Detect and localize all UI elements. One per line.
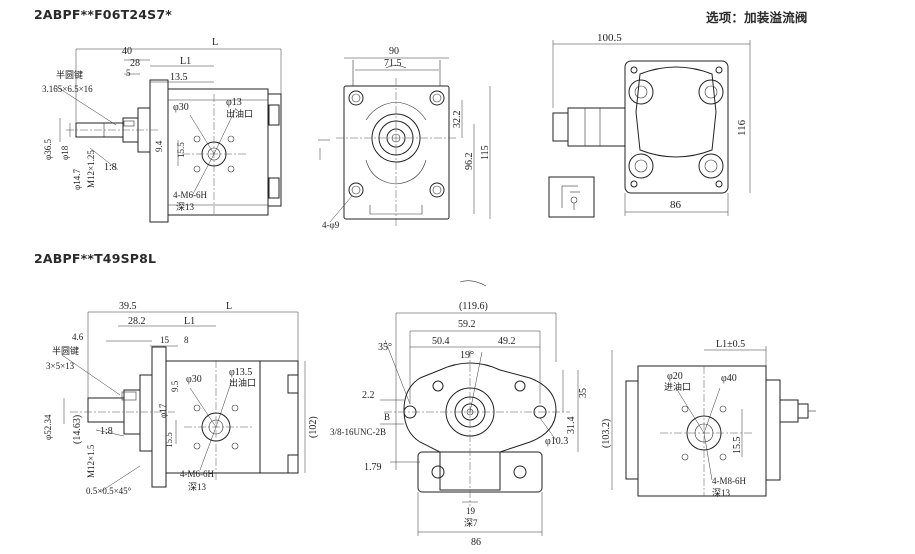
top-side-taper: 1:8 xyxy=(104,162,117,173)
bottom-side-thread: M12×1.5 xyxy=(86,444,96,478)
bottom-front-thread: 3/8-16UNC-2B xyxy=(330,427,386,437)
top-option-label: 选项：加装溢流阀 xyxy=(706,10,808,25)
bottom-model-title: 2ABPF**T49SP8L xyxy=(34,251,157,266)
bottom-front-dim-50-4: 50.4 xyxy=(432,336,450,347)
bottom-side-dim-4-6: 4.6 xyxy=(72,332,84,342)
bottom-side-dim-28-2: 28.2 xyxy=(128,316,146,327)
bottom-front-dim-119-6: (119.6) xyxy=(459,301,488,312)
top-side-dia-18: φ18 xyxy=(60,145,70,160)
bottom-side-dim-14-63: (14.63) xyxy=(72,415,83,444)
bottom-front-dim-103-2: (103.2) xyxy=(601,419,612,448)
bottom-side-view: 39.5 L 28.2 L1 4.6 15 8 半圆键 3×5×13 φ52.3… xyxy=(43,301,319,496)
bottom-front-angle-19: 19° xyxy=(460,350,474,361)
bottom-side-dim-39-5: 39.5 xyxy=(119,301,137,312)
bottom-side-dim-9-5: 9.5 xyxy=(170,380,180,392)
top-side-dim-28: 28 xyxy=(130,58,140,69)
top-rear-dim-86: 86 xyxy=(670,199,682,211)
bottom-side-dia-13-5: φ13.5 xyxy=(229,367,252,378)
top-front-dim-115: 115 xyxy=(480,145,491,160)
top-rear-dim-100-5: 100.5 xyxy=(597,32,622,44)
top-side-dim-L1: L1 xyxy=(180,56,191,67)
bottom-side-chamfer: 0.5×0.5×45° xyxy=(86,486,132,496)
top-front-dim-90: 90 xyxy=(389,46,399,57)
bottom-rear-depth: 深13 xyxy=(712,488,731,498)
top-side-dia-13: φ13 xyxy=(226,97,242,108)
top-side-outlet: 出油口 xyxy=(226,108,253,119)
bottom-side-dia-30: φ30 xyxy=(186,374,202,385)
bottom-rear-bolt: 4-M8-6H xyxy=(712,476,746,486)
bottom-rear-dia-40: φ40 xyxy=(721,373,737,384)
top-model-title: 2ABPF**F06T24S7* xyxy=(34,7,172,22)
bottom-front-dim-19: 19 xyxy=(466,506,476,516)
top-rear-view: 100.5 116 86 xyxy=(548,32,751,218)
top-side-bolt: 4-M6-6H xyxy=(173,190,207,200)
top-side-view: 40 28 L L1 5 13.5 半圆键 3.165×6.5×16 φ36.5… xyxy=(42,37,282,223)
bottom-front-dim-1-79: 1.79 xyxy=(364,462,382,473)
top-side-dim-13-5: 13.5 xyxy=(170,72,188,83)
bottom-side-dim-L: L xyxy=(226,301,232,312)
bottom-side-dim-102: (102) xyxy=(308,416,319,438)
bottom-front-view: (119.6) 59.2 50.4 49.2 35° 19° 2.2 B 3/8… xyxy=(330,280,613,548)
bottom-rear-dim-15-5: 15.5 xyxy=(732,437,743,455)
bottom-front-dim-86: 86 xyxy=(471,537,481,548)
bottom-side-outlet: 出油口 xyxy=(229,377,256,388)
bottom-front-dim-59-2: 59.2 xyxy=(458,319,476,330)
top-front-dim-96-2: 96.2 xyxy=(464,153,475,171)
top-side-key-size: 3.165×6.5×16 xyxy=(42,84,93,94)
top-side-dia-30: φ30 xyxy=(173,102,189,113)
top-side-dim-L: L xyxy=(212,37,218,48)
bottom-side-dia-52-34: φ52.34 xyxy=(43,414,53,440)
bottom-front-dim-49-2: 49.2 xyxy=(498,336,516,347)
bottom-side-taper: 1:8 xyxy=(100,426,113,437)
bottom-side-dia-17: φ17 xyxy=(158,403,168,418)
top-front-view: 90 71.5 32.2 96.2 115 4-φ9 xyxy=(318,46,491,230)
bottom-front-angle-35: 35° xyxy=(378,342,392,353)
top-side-dim-5: 5 xyxy=(126,68,131,78)
top-side-dim-9-4: 9.4 xyxy=(154,140,164,152)
bottom-front-dim-35: 35 xyxy=(578,388,589,398)
bottom-front-dim-31-4: 31.4 xyxy=(566,417,577,435)
top-front-holes: 4-φ9 xyxy=(322,220,340,230)
bottom-side-key-label: 半圆键 xyxy=(52,345,79,356)
top-side-dia-36-5: φ36.5 xyxy=(43,139,53,160)
top-side-key-label: 半圆键 xyxy=(56,69,83,80)
top-front-dim-32-2: 32.2 xyxy=(452,111,463,129)
top-front-dim-71-5: 71.5 xyxy=(384,58,402,69)
top-side-depth: 深13 xyxy=(176,202,195,212)
bottom-rear-view: L1±0.5 φ20 进油口 φ40 15.5 4-M8-6H 深13 xyxy=(625,339,816,498)
bottom-side-dim-15-5: 15.5 xyxy=(164,432,174,448)
top-side-thread: M12×1.25 xyxy=(86,150,96,188)
bottom-rear-dia-20: φ20 xyxy=(667,371,683,382)
bottom-side-bolt: 4-M6-6H xyxy=(180,469,214,479)
bottom-rear-dim-L1: L1±0.5 xyxy=(716,339,745,350)
top-side-dia-14-7: φ14.7 xyxy=(72,169,82,190)
top-rear-dim-116: 116 xyxy=(736,119,748,136)
bottom-rear-inlet: 进油口 xyxy=(664,381,691,392)
bottom-side-dim-15: 15 xyxy=(160,335,170,345)
top-side-dim-40: 40 xyxy=(122,46,132,57)
top-side-dim-15-5: 15.5 xyxy=(176,142,186,158)
bottom-side-dim-L1: L1 xyxy=(184,316,195,327)
bottom-front-section-b: B xyxy=(384,412,390,422)
bottom-front-dia-10-3: φ10.3 xyxy=(545,436,568,447)
bottom-side-depth: 深13 xyxy=(188,482,207,492)
bottom-side-dim-8: 8 xyxy=(184,335,189,345)
bottom-side-key-size: 3×5×13 xyxy=(46,361,75,371)
bottom-front-depth: 深7 xyxy=(464,518,478,528)
bottom-front-dim-2-2: 2.2 xyxy=(362,390,375,401)
